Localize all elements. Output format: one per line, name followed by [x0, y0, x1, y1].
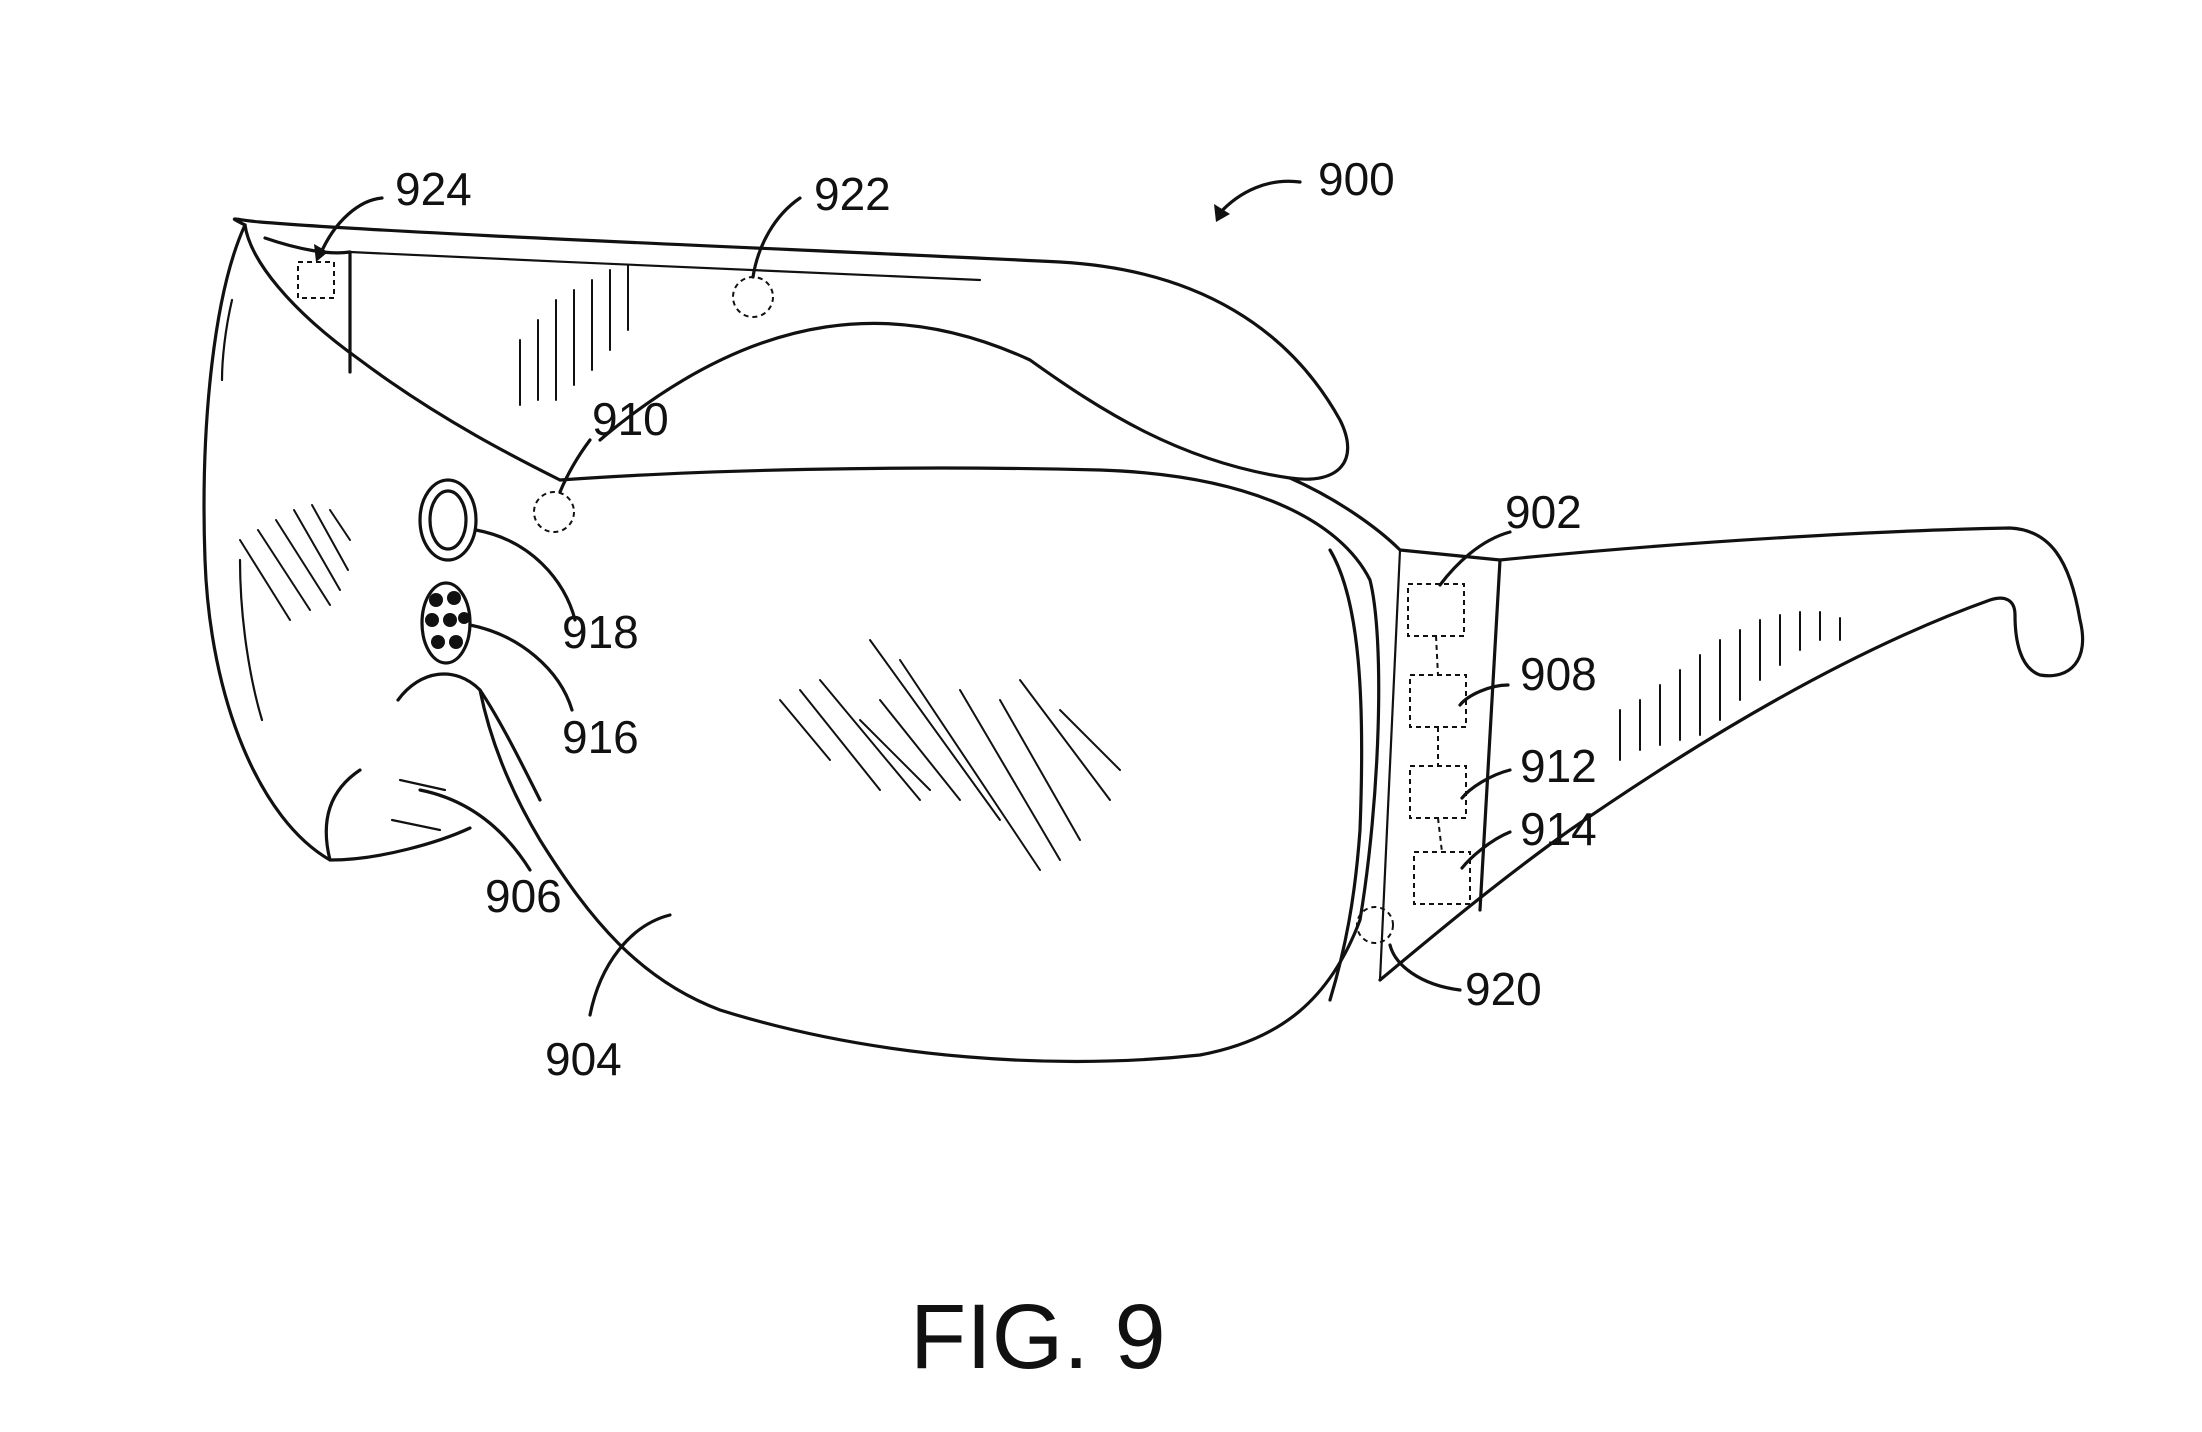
label-922: 922 — [814, 168, 891, 220]
camera-918 — [420, 480, 476, 560]
label-900: 900 — [1318, 153, 1395, 205]
label-916: 916 — [562, 711, 639, 763]
label-904: 904 — [545, 1033, 622, 1085]
label-924: 924 — [395, 163, 472, 215]
label-920: 920 — [1465, 963, 1542, 1015]
figure-caption: FIG. 9 — [910, 1286, 1166, 1388]
component-908-box — [1410, 675, 1466, 727]
main-lens — [480, 468, 1379, 1061]
sensor-922-marker — [733, 277, 773, 317]
label-918: 918 — [562, 606, 639, 658]
shading-hatch — [222, 265, 1840, 870]
hidden-components — [298, 262, 1470, 943]
component-924-box — [298, 262, 334, 298]
label-906: 906 — [485, 870, 562, 922]
component-914-box — [1414, 852, 1470, 904]
label-908: 908 — [1520, 648, 1597, 700]
nose-pad — [392, 780, 445, 830]
label-914: 914 — [1520, 803, 1597, 855]
label-910: 910 — [592, 393, 669, 445]
component-902-box — [1408, 584, 1464, 636]
left-shield — [204, 225, 540, 860]
sensor-910-marker — [534, 492, 574, 532]
frame-brow — [234, 219, 1347, 480]
label-912: 912 — [1520, 740, 1597, 792]
label-902: 902 — [1505, 486, 1582, 538]
reference-numerals: 900 924 922 910 902 918 908 916 912 914 … — [395, 153, 1597, 1085]
component-912-box — [1410, 766, 1466, 818]
microphone-916 — [422, 583, 470, 663]
right-temple — [1290, 478, 2083, 980]
